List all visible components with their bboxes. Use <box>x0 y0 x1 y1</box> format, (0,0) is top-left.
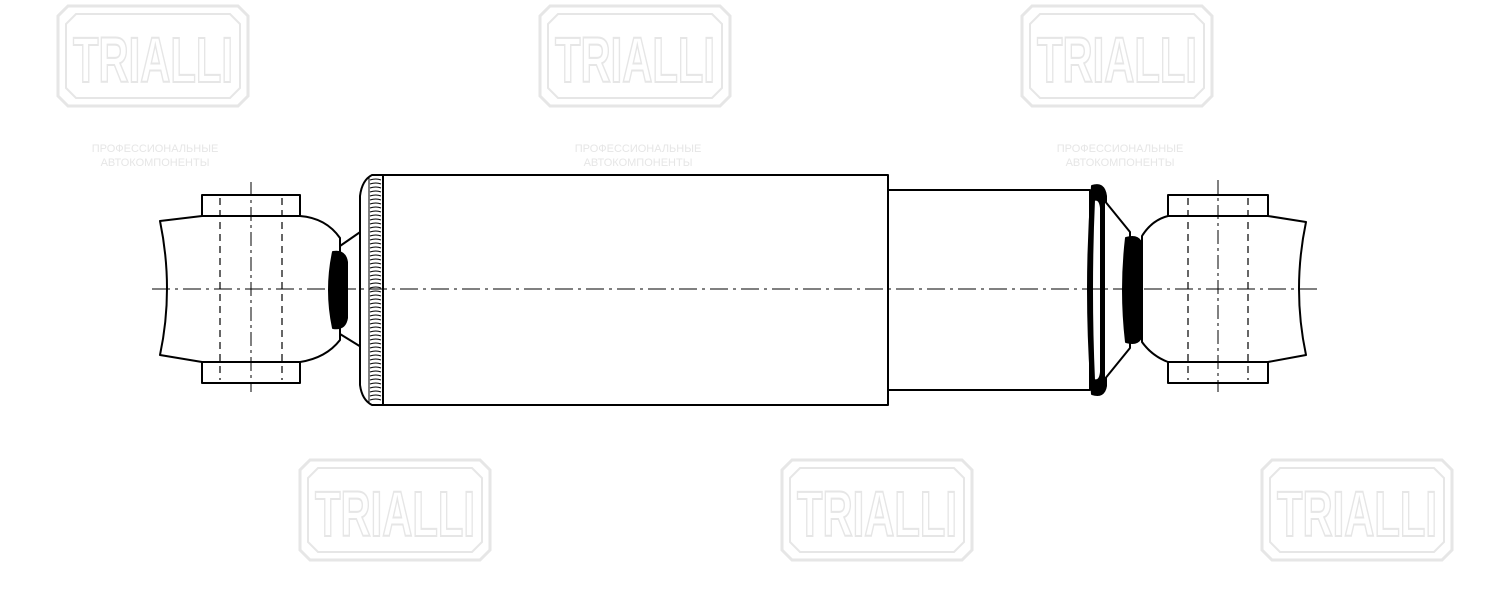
watermark-tagline: ПРОФЕССИОНАЛЬНЫЕ АВТОКОМПОНЕНТЫ <box>575 143 702 169</box>
watermark-brand: TRIALLI <box>555 24 715 96</box>
watermark-brand: TRIALLI <box>73 24 233 96</box>
watermark-tagline-line2: АВТОКОМПОНЕНТЫ <box>1066 157 1175 169</box>
main-cylinder <box>382 174 889 406</box>
watermark-brand: TRIALLI <box>1277 478 1437 550</box>
left-end-cap <box>359 174 384 406</box>
watermark-tagline-line1: ПРОФЕССИОНАЛЬНЫЕ <box>575 143 702 155</box>
watermark-brand: TRIALLI <box>797 478 957 550</box>
watermark-logo: TRIALLI <box>1020 4 1214 108</box>
watermark-tagline-line1: ПРОФЕССИОНАЛЬНЫЕ <box>92 143 219 155</box>
watermark-tagline: ПРОФЕССИОНАЛЬНЫЕ АВТОКОМПОНЕНТЫ <box>92 143 219 169</box>
watermark-tagline-line1: ПРОФЕССИОНАЛЬНЫЕ <box>1057 143 1184 155</box>
watermark-logo: TRIALLI <box>298 458 492 562</box>
watermark-tagline-line2: АВТОКОМПОНЕНТЫ <box>101 157 210 169</box>
shock-absorber <box>152 174 1322 406</box>
right-washer <box>1122 236 1143 344</box>
watermark-logo: TRIALLI <box>538 4 732 108</box>
watermark-logo: TRIALLI <box>780 458 974 562</box>
watermark-tagline: ПРОФЕССИОНАЛЬНЫЕ АВТОКОМПОНЕНТЫ <box>1057 143 1184 169</box>
dust-cover <box>887 189 1091 391</box>
watermark-brand: TRIALLI <box>1037 24 1197 96</box>
watermark-logo: TRIALLI <box>1260 458 1454 562</box>
left-washer <box>328 250 348 330</box>
watermark-layer: TRIALLI ПРОФЕССИОНАЛЬНЫЕ АВТОКОМПОНЕНТЫ … <box>56 4 1454 562</box>
watermark-logo: TRIALLI <box>56 4 250 108</box>
right-boot <box>1103 199 1131 381</box>
watermark-brand: TRIALLI <box>315 478 475 550</box>
watermark-tagline-line2: АВТОКОМПОНЕНТЫ <box>584 157 693 169</box>
right-collar-inner <box>1091 198 1102 382</box>
left-end-cap-knurl <box>368 178 382 402</box>
